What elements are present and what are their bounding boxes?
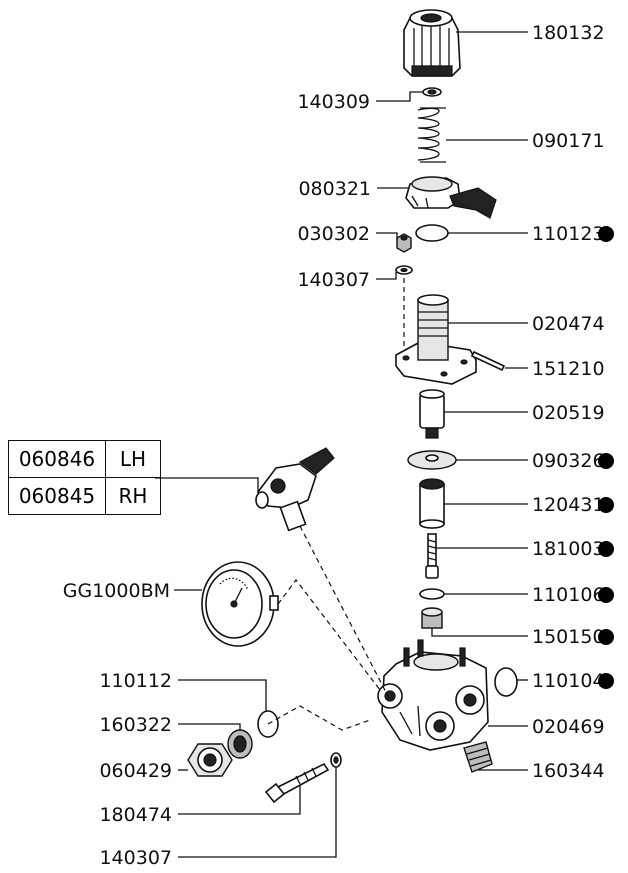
label-110104: 110104	[532, 670, 605, 692]
label-120431: 120431	[532, 494, 605, 516]
part-tap	[255, 447, 335, 532]
part-110104-oring	[494, 667, 518, 697]
part-090171-spring	[417, 107, 446, 163]
variant-side: LH	[105, 440, 161, 478]
part-110123-oring	[415, 224, 449, 242]
label-080321: 080321	[298, 178, 371, 200]
label-020519: 020519	[532, 402, 605, 424]
part-gauge	[201, 561, 279, 647]
label-090326: 090326	[532, 450, 605, 472]
variant-code: 060846	[8, 440, 106, 478]
label-020469: 020469	[532, 716, 605, 738]
marker-dot-110104	[598, 673, 614, 689]
part-090326-washer	[407, 450, 457, 470]
label-090171: 090171	[532, 130, 605, 152]
label-110112: 110112	[99, 670, 172, 692]
label-160344: 160344	[532, 760, 605, 782]
label-140309: 140309	[297, 91, 370, 113]
part-080321-lever	[405, 176, 497, 219]
part-020519-piston	[419, 389, 445, 439]
marker-dot-090326	[598, 453, 614, 469]
marker-dot-110123	[598, 226, 614, 242]
marker-dot-120431	[598, 497, 614, 513]
label-gauge: GG1000BM	[63, 580, 170, 602]
label-030302: 030302	[297, 223, 370, 245]
part-140307-washer-bottom	[330, 752, 342, 768]
part-020474-body	[395, 294, 477, 385]
part-181003-screw	[425, 533, 439, 579]
leader-lines	[155, 31, 528, 858]
label-150150: 150150	[532, 626, 605, 648]
tap-variant-table: 060846 LH 060845 RH	[8, 440, 161, 515]
variant-row: 060845 RH	[8, 477, 161, 515]
part-120431-sleeve	[419, 478, 445, 529]
label-180474: 180474	[99, 804, 172, 826]
marker-dot-181003	[598, 541, 614, 557]
label-140307-top: 140307	[297, 269, 370, 291]
variant-row: 060846 LH	[8, 440, 161, 478]
part-030302-nut	[396, 233, 412, 253]
variant-code: 060845	[8, 477, 106, 515]
part-150150-seat	[421, 607, 443, 629]
marker-dot-110106	[598, 587, 614, 603]
part-180132-knob	[403, 9, 461, 77]
label-181003: 181003	[532, 538, 605, 560]
label-110106: 110106	[532, 584, 605, 606]
marker-dot-150150	[598, 629, 614, 645]
part-140309-washer	[422, 87, 442, 97]
part-110106-oring	[419, 588, 445, 600]
part-151210-pin	[470, 350, 506, 372]
part-180474-bolt	[264, 762, 330, 804]
part-060429-nut	[187, 743, 233, 777]
label-110123: 110123	[532, 223, 605, 245]
label-160322: 160322	[99, 714, 172, 736]
part-160322-adapter	[227, 729, 253, 759]
label-020474: 020474	[532, 313, 605, 335]
part-140307-washer-top	[395, 265, 413, 275]
variant-side: RH	[105, 477, 161, 515]
part-020469-valve-block	[377, 639, 489, 751]
label-151210: 151210	[532, 358, 605, 380]
part-160344-fitting	[463, 741, 493, 773]
label-180132: 180132	[532, 22, 605, 44]
label-140307-bottom: 140307	[99, 847, 172, 869]
label-060429: 060429	[99, 760, 172, 782]
